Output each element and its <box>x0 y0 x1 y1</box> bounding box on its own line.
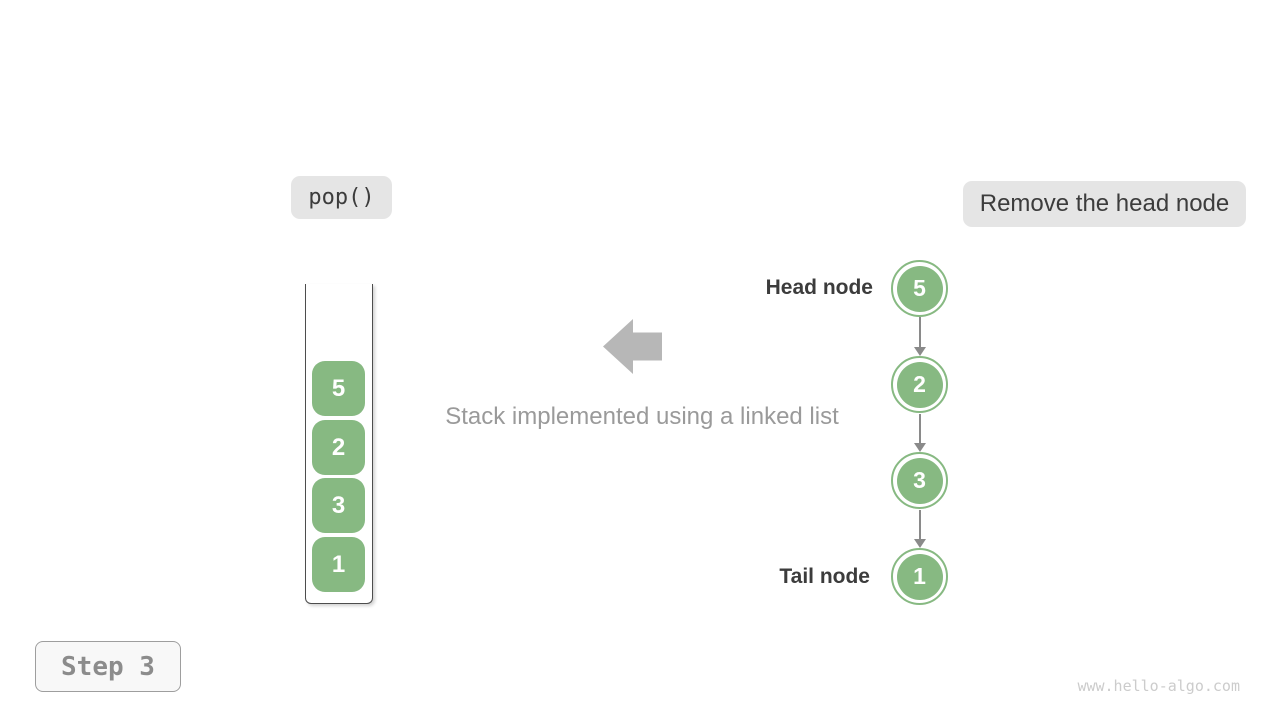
stack-item: 5 <box>312 361 365 416</box>
stack-item: 3 <box>312 478 365 533</box>
list-node-value: 2 <box>896 361 943 408</box>
step-badge-label: Step 3 <box>61 651 155 682</box>
connector-line <box>918 414 921 443</box>
list-node-value: 1 <box>896 553 943 600</box>
list-node-value: 3 <box>896 457 943 504</box>
list-node-value: 5 <box>896 265 943 312</box>
tail-node-label: Tail node <box>779 565 870 588</box>
connector-arrowhead <box>913 539 926 548</box>
connector-line <box>918 317 921 347</box>
head-node-label: Head node <box>765 276 873 299</box>
annotation-label: Remove the head node <box>979 190 1230 217</box>
watermark: www.hello-algo.com <box>1077 677 1240 695</box>
list-node: 2 <box>891 356 948 413</box>
list-node: 5 <box>891 260 948 317</box>
connector-line <box>918 510 921 539</box>
left-arrow-icon <box>603 319 662 374</box>
connector-arrowhead <box>913 347 926 356</box>
connector-arrowhead <box>913 443 926 452</box>
stack-container: 5 2 3 1 <box>305 284 373 604</box>
operation-label-box: pop() <box>291 176 392 219</box>
annotation-label-box: Remove the head node <box>963 181 1246 227</box>
stack-item: 2 <box>312 420 365 475</box>
list-node: 1 <box>891 548 948 605</box>
diagram-caption: Stack implemented using a linked list <box>445 403 839 430</box>
step-badge: Step 3 <box>35 641 181 692</box>
operation-label: pop() <box>308 185 375 210</box>
stack-item: 1 <box>312 537 365 592</box>
list-node: 3 <box>891 452 948 509</box>
